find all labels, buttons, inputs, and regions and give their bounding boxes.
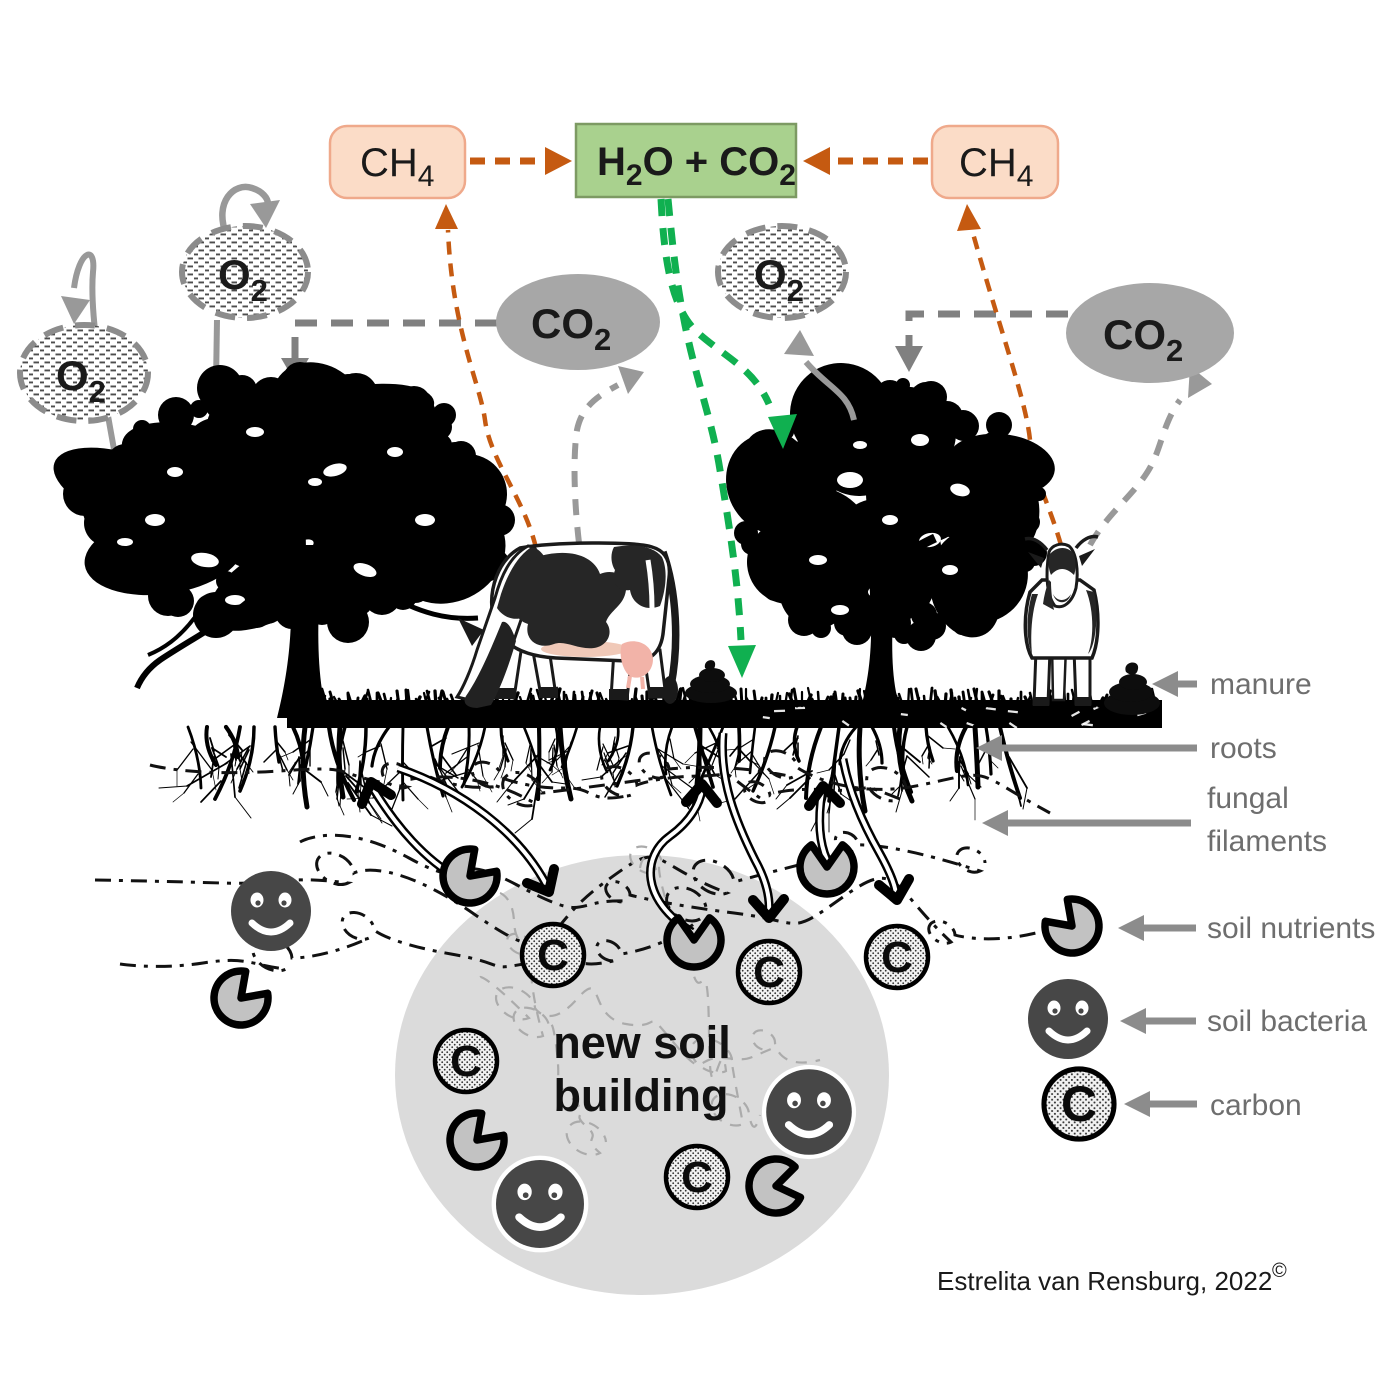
svg-text:manure: manure: [1210, 668, 1312, 701]
svg-text:soil bacteria: soil bacteria: [1207, 1005, 1367, 1038]
svg-text:roots: roots: [1210, 732, 1277, 765]
svg-text:fungal: fungal: [1207, 782, 1289, 815]
svg-text:filaments: filaments: [1207, 825, 1327, 858]
svg-text:©: ©: [1272, 1260, 1287, 1282]
svg-text:building: building: [554, 1070, 729, 1121]
svg-text:Estrelita van Rensburg, 2022: Estrelita van Rensburg, 2022: [937, 1266, 1272, 1296]
svg-text:new soil: new soil: [553, 1017, 731, 1068]
svg-text:soil nutrients: soil nutrients: [1207, 912, 1375, 945]
svg-text:carbon: carbon: [1210, 1089, 1302, 1122]
